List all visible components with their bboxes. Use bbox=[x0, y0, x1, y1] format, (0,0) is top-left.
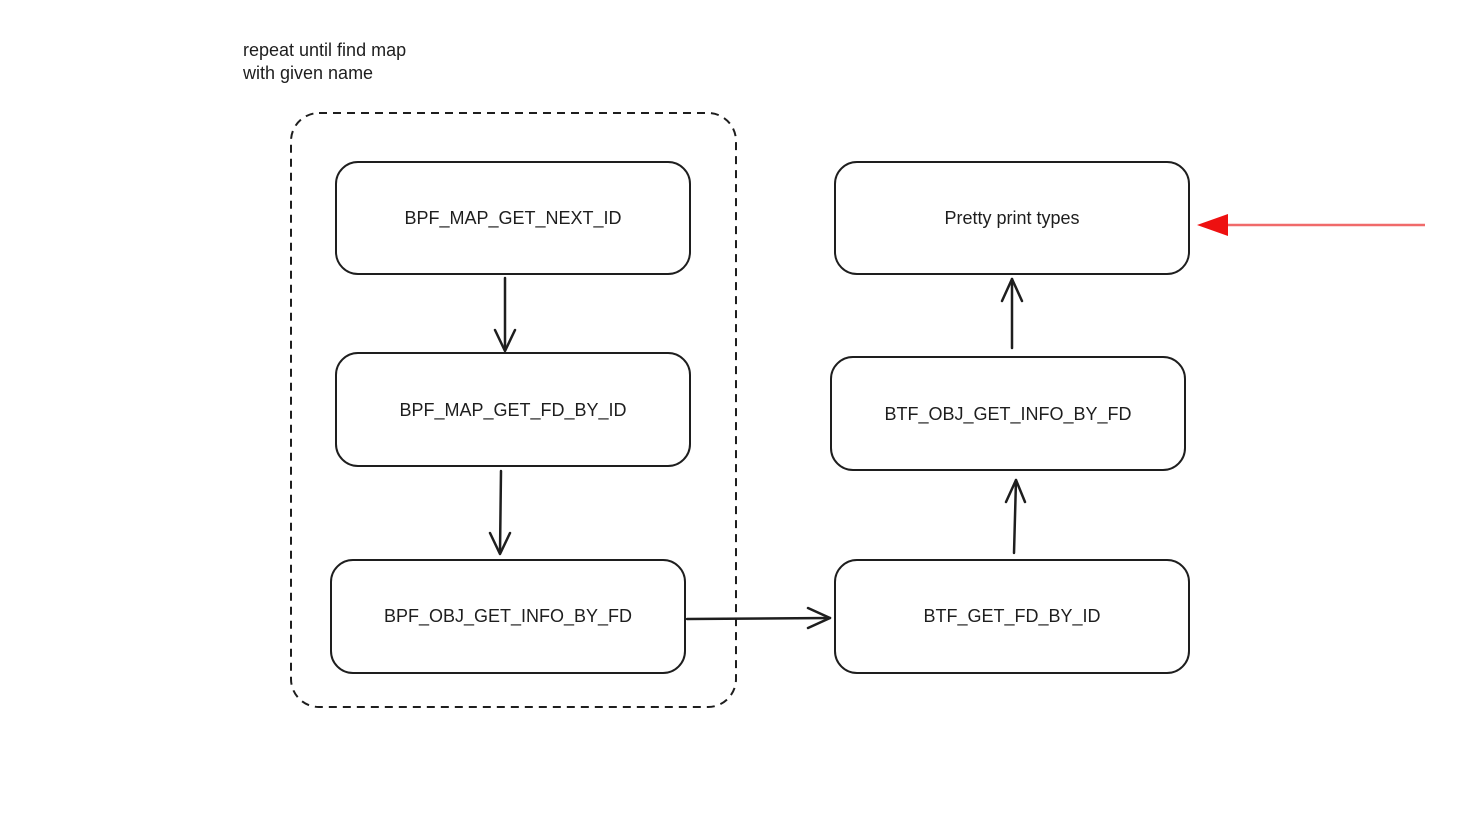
box-pretty-print-types[interactable]: Pretty print types bbox=[834, 161, 1190, 275]
box-map-get-fd-by-id-label: BPF_MAP_GET_FD_BY_ID bbox=[399, 400, 626, 421]
box-btf-get-fd-by-id-label: BTF_GET_FD_BY_ID bbox=[923, 606, 1100, 627]
arrow-obj-info-to-btf-get-fd bbox=[685, 606, 832, 630]
box-obj-get-info-by-fd-label: BPF_OBJ_GET_INFO_BY_FD bbox=[384, 606, 632, 627]
loop-group-border bbox=[290, 112, 737, 708]
box-btf-obj-get-info-by-fd-label: BTF_OBJ_GET_INFO_BY_FD bbox=[884, 404, 1131, 425]
arrow-btf-get-fd-to-btf-obj-info bbox=[1004, 478, 1027, 555]
box-map-get-fd-by-id[interactable]: BPF_MAP_GET_FD_BY_ID bbox=[335, 352, 691, 467]
box-map-get-next-id[interactable]: BPF_MAP_GET_NEXT_ID bbox=[335, 161, 691, 275]
arrow-next-id-to-fd-by-id bbox=[493, 276, 517, 353]
loop-note-line-1: repeat until find map bbox=[243, 40, 406, 60]
box-map-get-next-id-label: BPF_MAP_GET_NEXT_ID bbox=[404, 208, 621, 229]
box-btf-obj-get-info-by-fd[interactable]: BTF_OBJ_GET_INFO_BY_FD bbox=[830, 356, 1186, 471]
arrow-fd-by-id-to-obj-info bbox=[488, 469, 512, 556]
loop-note-line-2: with given name bbox=[242, 63, 373, 83]
box-obj-get-info-by-fd[interactable]: BPF_OBJ_GET_INFO_BY_FD bbox=[330, 559, 686, 674]
box-pretty-print-types-label: Pretty print types bbox=[944, 208, 1079, 228]
highlight-arrow bbox=[1197, 214, 1425, 236]
box-btf-get-fd-by-id[interactable]: BTF_GET_FD_BY_ID bbox=[834, 559, 1190, 674]
arrow-btf-obj-info-to-pretty-print bbox=[1000, 277, 1024, 350]
